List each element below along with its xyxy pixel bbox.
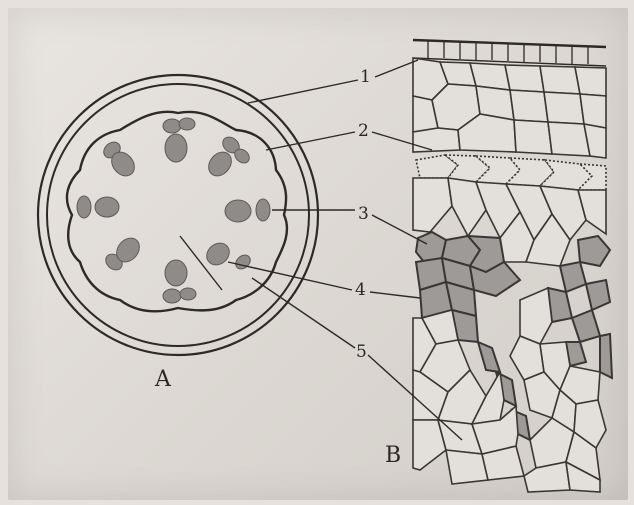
leader-line-1 [248, 80, 358, 103]
panel-b-diagram [413, 40, 612, 492]
vascular-bundles [77, 118, 270, 303]
vascular-bundle [163, 289, 181, 303]
leader-line-4 [228, 262, 352, 290]
leader-line-2 [266, 132, 355, 150]
panel-b-label: B [385, 443, 401, 468]
vascular-bundle [256, 199, 270, 221]
vascular-bundle [165, 260, 187, 286]
leader-line-1b [375, 60, 418, 77]
vascular-bundle [180, 288, 196, 300]
vascular-bundle [163, 119, 181, 133]
callout-2: 2 [358, 121, 369, 141]
epidermis-strip [413, 40, 606, 47]
cortex-cells [413, 58, 606, 158]
vascular-bundle [77, 196, 91, 218]
leader-line-5 [252, 278, 355, 348]
panel-a-label: A [154, 367, 172, 392]
vascular-bundle [179, 118, 195, 130]
epidermis-cells [428, 40, 588, 64]
vascular-bundle [165, 134, 187, 162]
callout-4: 4 [355, 280, 366, 300]
vascular-bundle [95, 197, 119, 217]
vascular-bundle [225, 200, 251, 222]
callout-1: 1 [360, 67, 371, 87]
leader-line-4b [370, 292, 420, 298]
vascular-bundle [233, 252, 253, 271]
callout-labels: 1 2 3 4 5 [355, 67, 371, 362]
callout-3: 3 [358, 204, 369, 224]
vascular-bundle [202, 239, 233, 270]
panel-a-diagram [38, 75, 318, 355]
callout-5: 5 [356, 342, 367, 362]
